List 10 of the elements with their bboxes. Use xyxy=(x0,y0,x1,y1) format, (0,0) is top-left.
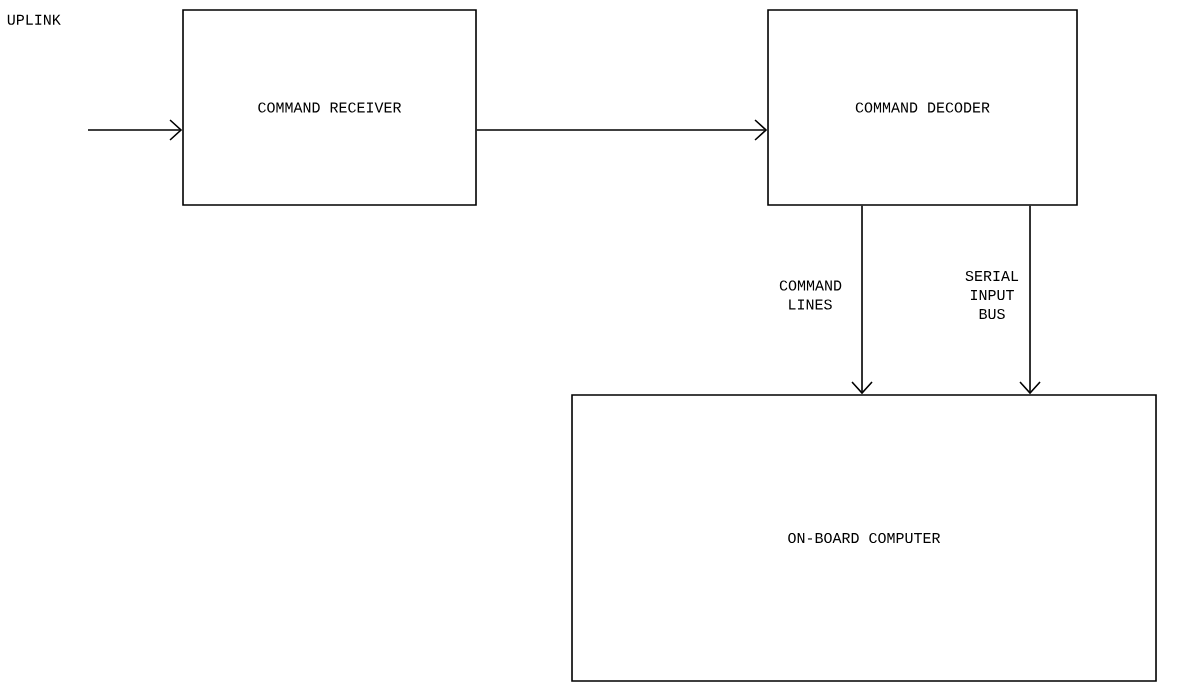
arrow xyxy=(1019,205,1041,395)
arrow xyxy=(87,119,183,141)
signal-label: UPLINK xyxy=(7,14,61,25)
edge-label: COMMAND LINES xyxy=(778,279,842,311)
process-box: ON-BOARD COMPUTER xyxy=(571,394,1157,682)
process-box: COMMAND DECODER xyxy=(767,9,1078,206)
edge-label: SERIAL INPUT BUS xyxy=(960,269,1024,321)
arrow xyxy=(851,205,873,395)
process-box: COMMAND RECEIVER xyxy=(182,9,477,206)
arrow xyxy=(476,119,768,141)
